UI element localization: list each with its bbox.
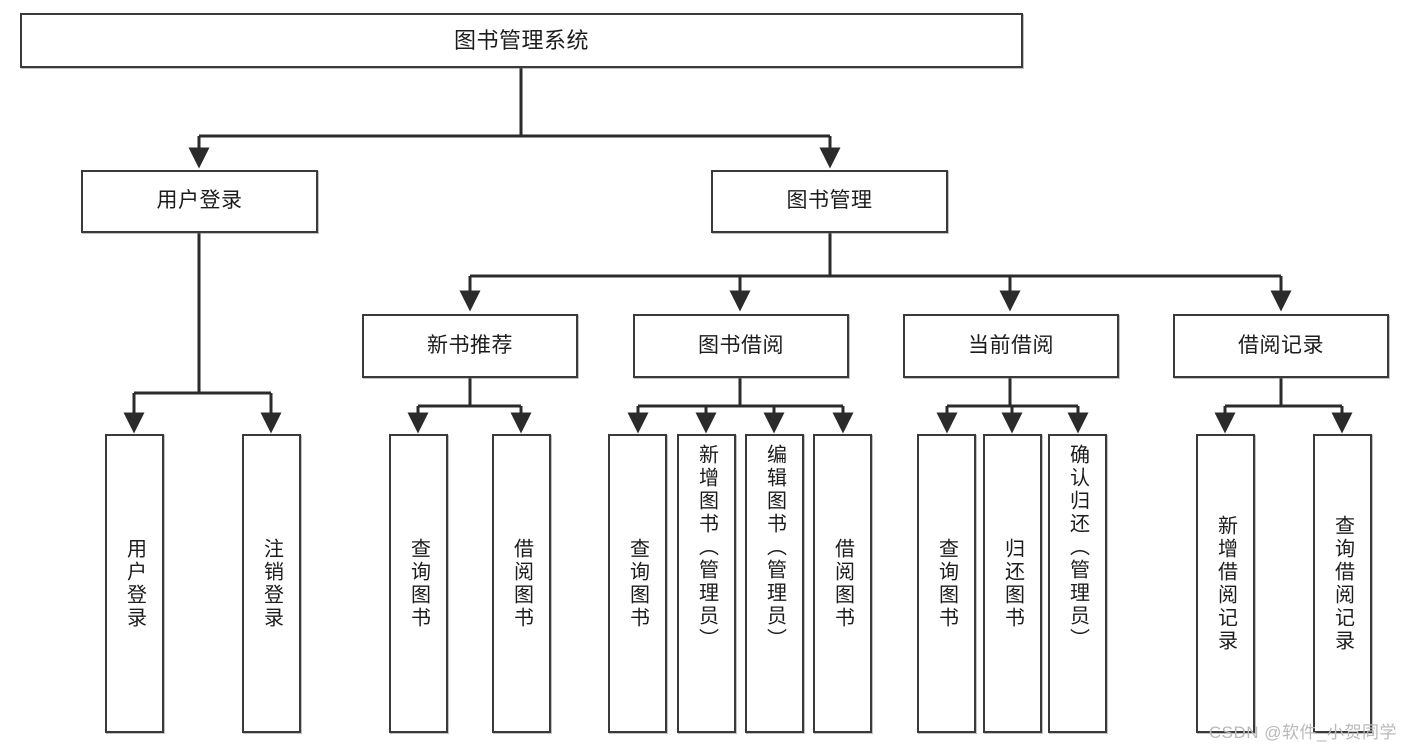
leaf-current-query-book-label: 查询图书 (935, 537, 958, 630)
node-user-login[interactable]: 用户登录 (81, 170, 318, 233)
leaf-record-query[interactable]: 查询借阅记录 (1313, 434, 1372, 733)
node-current-borrow[interactable]: 当前借阅 (903, 314, 1119, 378)
node-user-login-label: 用户登录 (156, 189, 243, 213)
leaf-record-add-label: 新增借阅记录 (1214, 514, 1237, 653)
leaf-borrow-query-book-label: 查询图书 (626, 537, 649, 630)
node-book-management[interactable]: 图书管理 (711, 170, 948, 233)
leaf-new-book-borrow[interactable]: 借阅图书 (492, 434, 551, 733)
leaf-borrow-add-book-admin[interactable]: 新增图书（管理员） (677, 434, 736, 733)
node-root[interactable]: 图书管理系统 (20, 13, 1023, 68)
leaf-user-login-signout-label: 注销登录 (260, 537, 283, 630)
node-root-label: 图书管理系统 (453, 27, 589, 53)
leaf-new-book-query[interactable]: 查询图书 (389, 434, 448, 733)
leaf-user-login-signin-label: 用户登录 (123, 537, 146, 630)
node-borrow-record[interactable]: 借阅记录 (1173, 314, 1389, 378)
node-borrow-record-label: 借阅记录 (1238, 333, 1324, 357)
leaf-new-book-borrow-label: 借阅图书 (510, 537, 533, 630)
leaf-record-query-label: 查询借阅记录 (1331, 514, 1354, 653)
leaf-user-login-signin[interactable]: 用户登录 (105, 434, 164, 733)
leaf-borrow-query-book[interactable]: 查询图书 (608, 434, 667, 733)
watermark: CSDN @软件_小贺同学 (1208, 723, 1397, 742)
node-book-management-label: 图书管理 (786, 189, 873, 213)
node-book-borrow-label: 图书借阅 (698, 333, 784, 357)
node-current-borrow-label: 当前借阅 (968, 333, 1054, 357)
leaf-current-query-book[interactable]: 查询图书 (917, 434, 976, 733)
leaf-borrow-borrow-book-label: 借阅图书 (831, 537, 854, 630)
leaf-current-return-book[interactable]: 归还图书 (983, 434, 1042, 733)
leaf-borrow-edit-book-admin-label: 编辑图书（管理员） (763, 444, 786, 651)
leaf-borrow-add-book-admin-label: 新增图书（管理员） (695, 444, 718, 651)
leaf-current-confirm-return-admin[interactable]: 确认归还（管理员） (1048, 434, 1107, 733)
node-new-book-recommend[interactable]: 新书推荐 (362, 314, 578, 378)
leaf-borrow-edit-book-admin[interactable]: 编辑图书（管理员） (745, 434, 804, 733)
leaf-record-add[interactable]: 新增借阅记录 (1196, 434, 1255, 733)
leaf-borrow-borrow-book[interactable]: 借阅图书 (813, 434, 872, 733)
leaf-user-login-signout[interactable]: 注销登录 (242, 434, 301, 733)
leaf-new-book-query-label: 查询图书 (407, 537, 430, 630)
node-new-book-recommend-label: 新书推荐 (427, 333, 513, 357)
leaf-current-return-book-label: 归还图书 (1001, 537, 1024, 630)
leaf-current-confirm-return-admin-label: 确认归还（管理员） (1066, 444, 1089, 651)
node-book-borrow[interactable]: 图书借阅 (633, 314, 849, 378)
